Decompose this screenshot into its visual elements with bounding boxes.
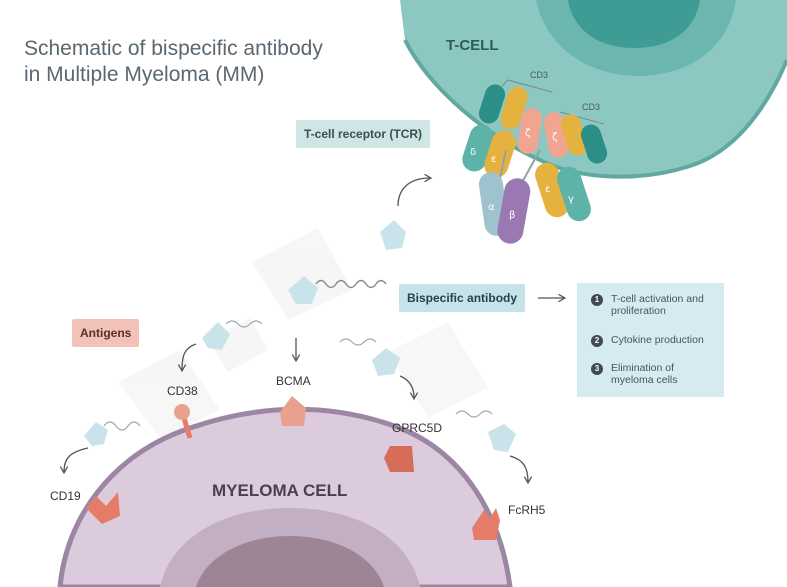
bispecific-antibody-main: [288, 220, 406, 304]
gprc5d-receptor: [384, 446, 414, 472]
outcome-steps-panel: 1 T-cell activation and proliferation 2 …: [577, 283, 724, 397]
fcrh5-receptor: [472, 508, 500, 540]
chain-zeta-left-label: ζ: [525, 128, 530, 139]
cd3-right-label: CD3: [582, 102, 600, 112]
bcma-receptor: [280, 396, 306, 426]
myeloma-cell-label: MYELOMA CELL: [212, 481, 347, 500]
cd3-left-label: CD3: [530, 70, 548, 80]
tcr-complex: CD3 CD3 δ ε ζ ζ ε γ α β: [462, 70, 608, 244]
background-cards: [118, 228, 488, 438]
antibody-fcrh5: [455, 410, 516, 452]
antigen-label-bcma: BCMA: [276, 374, 311, 388]
cd38-receptor: [174, 404, 193, 439]
chain-beta-label: β: [509, 210, 515, 221]
t-cell-membrane: [403, 39, 787, 179]
t-cell-nucleus: [568, 0, 700, 48]
step-text: T-cell activation and proliferation: [611, 293, 704, 317]
step-item: 1 T-cell activation and proliferation: [591, 293, 719, 317]
antigen-label-cd19: CD19: [50, 489, 81, 503]
chain-epsilon-right-label: ε: [545, 184, 550, 195]
diagram-title: Schematic of bispecific antibody in Mult…: [24, 37, 323, 86]
step-text: Elimination of myeloma cells: [611, 362, 678, 386]
chain-epsilon-left-label: ε: [491, 154, 496, 165]
antigen-label-cd38: CD38: [167, 384, 198, 398]
chain-delta-label: δ: [470, 147, 476, 158]
step-text: Cytokine production: [611, 334, 704, 346]
bispecific-antibody-tag: Bispecific antibody: [399, 284, 526, 312]
antibody-cd19: [84, 421, 141, 446]
chain-gamma-label: γ: [568, 194, 574, 205]
cd19-receptor: [86, 492, 120, 524]
chain-alpha-label: α: [488, 202, 495, 213]
antigen-label-gprc5d: GPRC5D: [392, 421, 442, 435]
tcr-tag: T-cell receptor (TCR): [296, 120, 431, 148]
arrows: [59, 173, 567, 485]
step-number: 2: [591, 335, 603, 347]
antigen-label-fcrh5: FcRH5: [508, 503, 546, 517]
step-number: 3: [591, 363, 603, 375]
step-item: 3 Elimination of myeloma cells: [591, 362, 719, 386]
antibody-gprc5d: [339, 338, 400, 376]
myeloma-cell-nucleus: [196, 536, 384, 587]
step-number: 1: [591, 294, 603, 306]
t-cell: T-CELL: [400, 0, 787, 179]
chain-zeta-right-label: ζ: [552, 132, 557, 143]
antigens-tag: Antigens: [72, 319, 140, 347]
myeloma-cell: MYELOMA CELL: [57, 406, 513, 587]
step-item: 2 Cytokine production: [591, 334, 719, 347]
antibody-cd38: [202, 320, 263, 350]
t-cell-label: T-CELL: [446, 37, 499, 54]
